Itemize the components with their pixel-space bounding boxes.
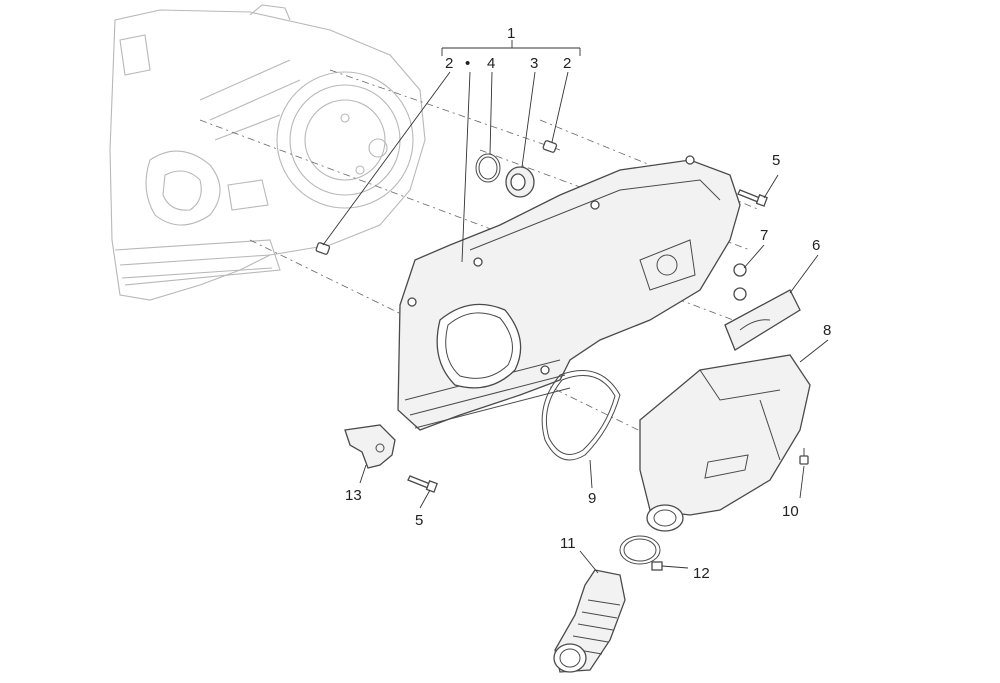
callout-3: 3 <box>530 55 538 72</box>
group-bracket <box>441 40 581 56</box>
callout-dot: • <box>465 55 470 72</box>
callout-6: 6 <box>812 237 820 254</box>
hose-clamp-part <box>619 535 663 571</box>
bearing-part <box>505 166 535 198</box>
callout-labels: 1 2 • 4 3 2 5 7 6 8 13 5 9 10 11 12 <box>345 25 831 582</box>
nut-parts <box>733 263 747 301</box>
badge-plate-part <box>724 289 801 351</box>
circlip-part <box>475 153 501 183</box>
gasket-part <box>541 370 621 461</box>
callout-10: 10 <box>782 503 799 520</box>
callout-13: 13 <box>345 487 362 504</box>
callout-12: 12 <box>693 565 710 582</box>
dowel-pin-parts <box>315 140 558 255</box>
callout-7: 7 <box>760 227 768 244</box>
engine-ghost-outline <box>109 4 426 301</box>
callout-5-top: 5 <box>772 152 780 169</box>
callout-9: 9 <box>588 490 596 507</box>
callout-2-right: 2 <box>563 55 571 72</box>
callout-2-left: 2 <box>445 55 453 72</box>
callout-4: 4 <box>487 55 495 72</box>
callout-1: 1 <box>507 25 515 42</box>
transmission-cover-part <box>397 155 741 431</box>
air-duct-cover-part <box>639 354 811 532</box>
small-screw-part <box>799 448 809 465</box>
callout-5-bottom: 5 <box>415 512 423 529</box>
leader-lines <box>322 71 829 574</box>
bracket-part <box>344 424 396 469</box>
callout-8: 8 <box>823 322 831 339</box>
bellows-hose-part <box>553 569 626 673</box>
callout-11: 11 <box>560 535 576 552</box>
